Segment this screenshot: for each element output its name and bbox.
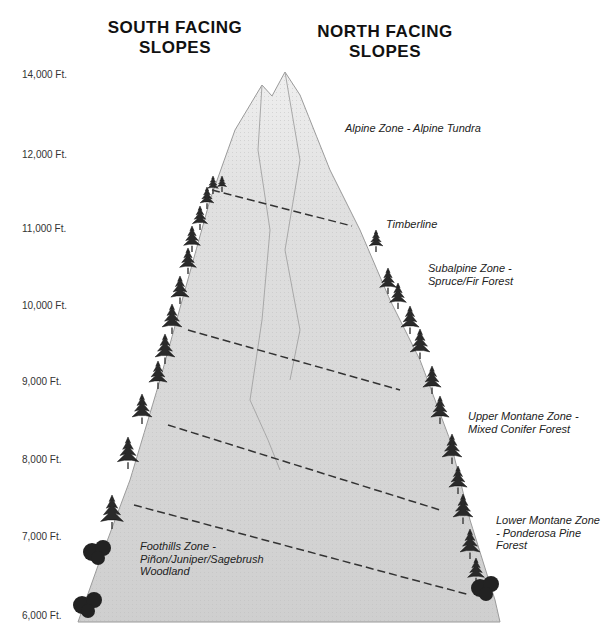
zone-label: Timberline	[386, 218, 466, 231]
zone-label: Subalpine Zone - Spruce/Fir Forest	[428, 262, 553, 287]
zone-label: Upper Montane Zone - Mixed Conifer Fores…	[468, 410, 580, 435]
mountain-shape	[78, 72, 500, 622]
column-heading: SOUTH FACING SLOPES	[100, 18, 250, 57]
elevation-label: 8,000 Ft.	[22, 454, 61, 466]
shrubs	[73, 540, 499, 618]
ridge-line	[285, 72, 300, 380]
elevation-label: 10,000 Ft.	[22, 300, 67, 312]
ridge-line	[250, 85, 280, 470]
elevation-label: 9,000 Ft.	[22, 376, 61, 388]
zone-label: Lower Montane Zone - Ponderosa Pine Fore…	[496, 514, 604, 552]
elevation-label: 7,000 Ft.	[22, 531, 61, 543]
zone-boundaries	[134, 190, 470, 595]
elevation-label: 14,000 Ft.	[22, 69, 67, 81]
zone-label: Alpine Zone - Alpine Tundra	[345, 122, 545, 135]
conifer-trees	[101, 176, 485, 584]
elevation-label: 11,000 Ft.	[22, 223, 66, 235]
column-heading: NORTH FACING SLOPES	[305, 22, 465, 61]
elevation-label: 6,000 Ft.	[22, 610, 61, 622]
zone-label: Foothills Zone - Piñon/Juniper/Sagebrush…	[140, 540, 265, 578]
elevation-label: 12,000 Ft.	[22, 149, 67, 161]
